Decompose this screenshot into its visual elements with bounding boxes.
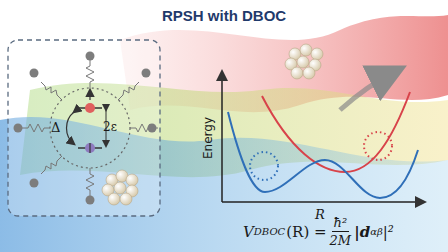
formula-part: DBOC [254, 226, 285, 237]
axis-label: R [315, 208, 325, 221]
symbol-label: Δ [51, 121, 60, 134]
formula-part: 2M [330, 232, 352, 248]
title: RPSH with DBOC [162, 8, 286, 23]
formula-part: ħ² [332, 215, 350, 232]
formula-part: (R) = [286, 223, 326, 241]
formula-part: V [243, 223, 254, 241]
formula-part: |² [383, 223, 394, 241]
formula-part: |d [354, 223, 370, 241]
axis-label: Energy [202, 117, 214, 159]
symbol-label: 2ε [103, 121, 117, 133]
fraction: ħ²2M [330, 215, 352, 248]
formula: VDBOC(R) =ħ²2M|dαβ|² [243, 215, 394, 248]
formula-part: αβ [370, 226, 383, 237]
